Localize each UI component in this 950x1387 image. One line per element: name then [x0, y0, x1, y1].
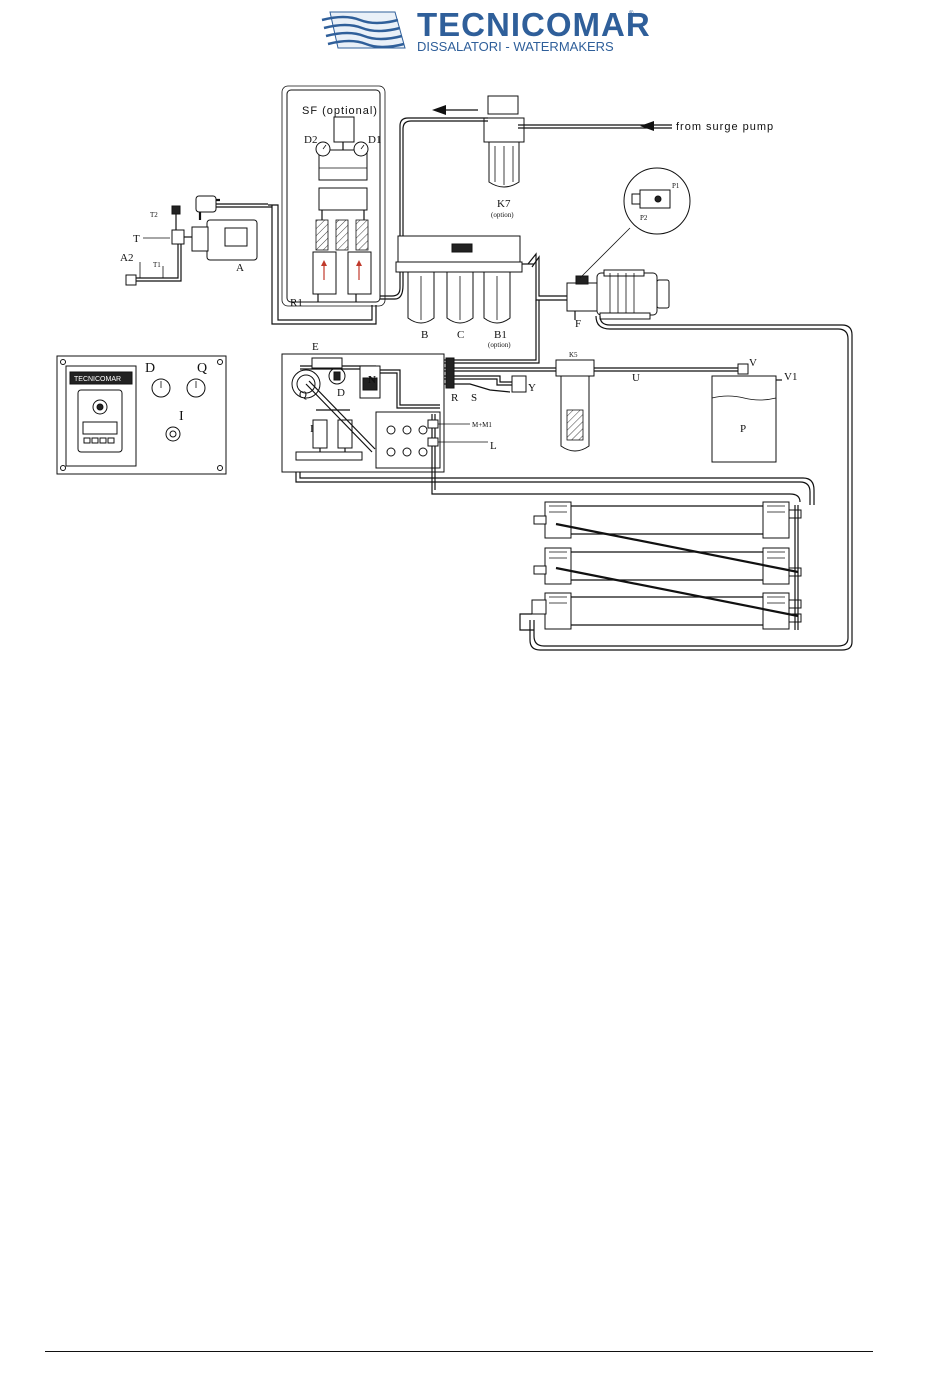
label-p2: P2: [640, 214, 648, 222]
brand-logo: [322, 12, 405, 48]
k7-filter: [484, 96, 524, 187]
main-frame: [282, 354, 488, 490]
label-n: N: [368, 374, 376, 386]
label-u: U: [632, 372, 640, 384]
label-s: S: [471, 392, 477, 404]
label-t2: T2: [150, 211, 158, 219]
label-k7-option: (option): [491, 211, 514, 219]
label-k7: K7: [497, 198, 511, 210]
brand-tagline: DISSALATORI - WATERMAKERS: [417, 39, 614, 54]
label-f: F: [575, 318, 581, 330]
label-a2: A2: [120, 252, 133, 264]
label-b: B: [421, 329, 428, 341]
registered-mark: ®: [629, 10, 634, 17]
high-pressure-pump: [567, 168, 690, 320]
footer-divider: [45, 1351, 873, 1352]
controller-brand: TECNICOMAR: [74, 376, 121, 383]
booster-pump-a: [126, 196, 272, 285]
label-d2: D2: [304, 134, 317, 146]
label-a: A: [236, 262, 244, 274]
label-i: I: [310, 423, 314, 435]
label-q: Q: [299, 389, 307, 401]
label-d: D: [337, 387, 345, 399]
label-d1: D1: [368, 134, 381, 146]
product-tank: [712, 376, 782, 462]
sf-optional-unit: [268, 86, 385, 324]
label-from-surge-pump: from surge pump: [676, 121, 774, 133]
label-c: C: [457, 329, 464, 341]
brand-name: TECNICOMAR: [417, 6, 651, 43]
label-tank-p: P: [740, 423, 746, 435]
panel-label-i: I: [179, 409, 184, 424]
label-t: T: [133, 233, 140, 245]
label-v1: V1: [784, 371, 797, 383]
arrow-in: [640, 121, 654, 131]
label-k5: K5: [569, 351, 578, 359]
label-l: L: [490, 440, 497, 452]
label-e: E: [312, 341, 319, 353]
label-b1-option: (option): [488, 341, 511, 349]
label-m-m1: M+M1: [472, 421, 492, 429]
arrow-out: [432, 105, 446, 115]
panel-label-d: D: [145, 361, 155, 376]
frame-hoses: [444, 354, 560, 392]
label-b1: B1: [494, 329, 507, 341]
membrane-vessels: [296, 472, 814, 630]
label-r1: R1: [290, 297, 303, 309]
label-t1: T1: [153, 261, 161, 269]
label-r: R: [451, 392, 459, 404]
panel-label-q: Q: [197, 361, 207, 376]
label-y: Y: [528, 382, 536, 394]
label-p1: P1: [672, 182, 680, 190]
label-v: V: [749, 357, 757, 369]
label-sf: SF (optional): [302, 105, 378, 117]
